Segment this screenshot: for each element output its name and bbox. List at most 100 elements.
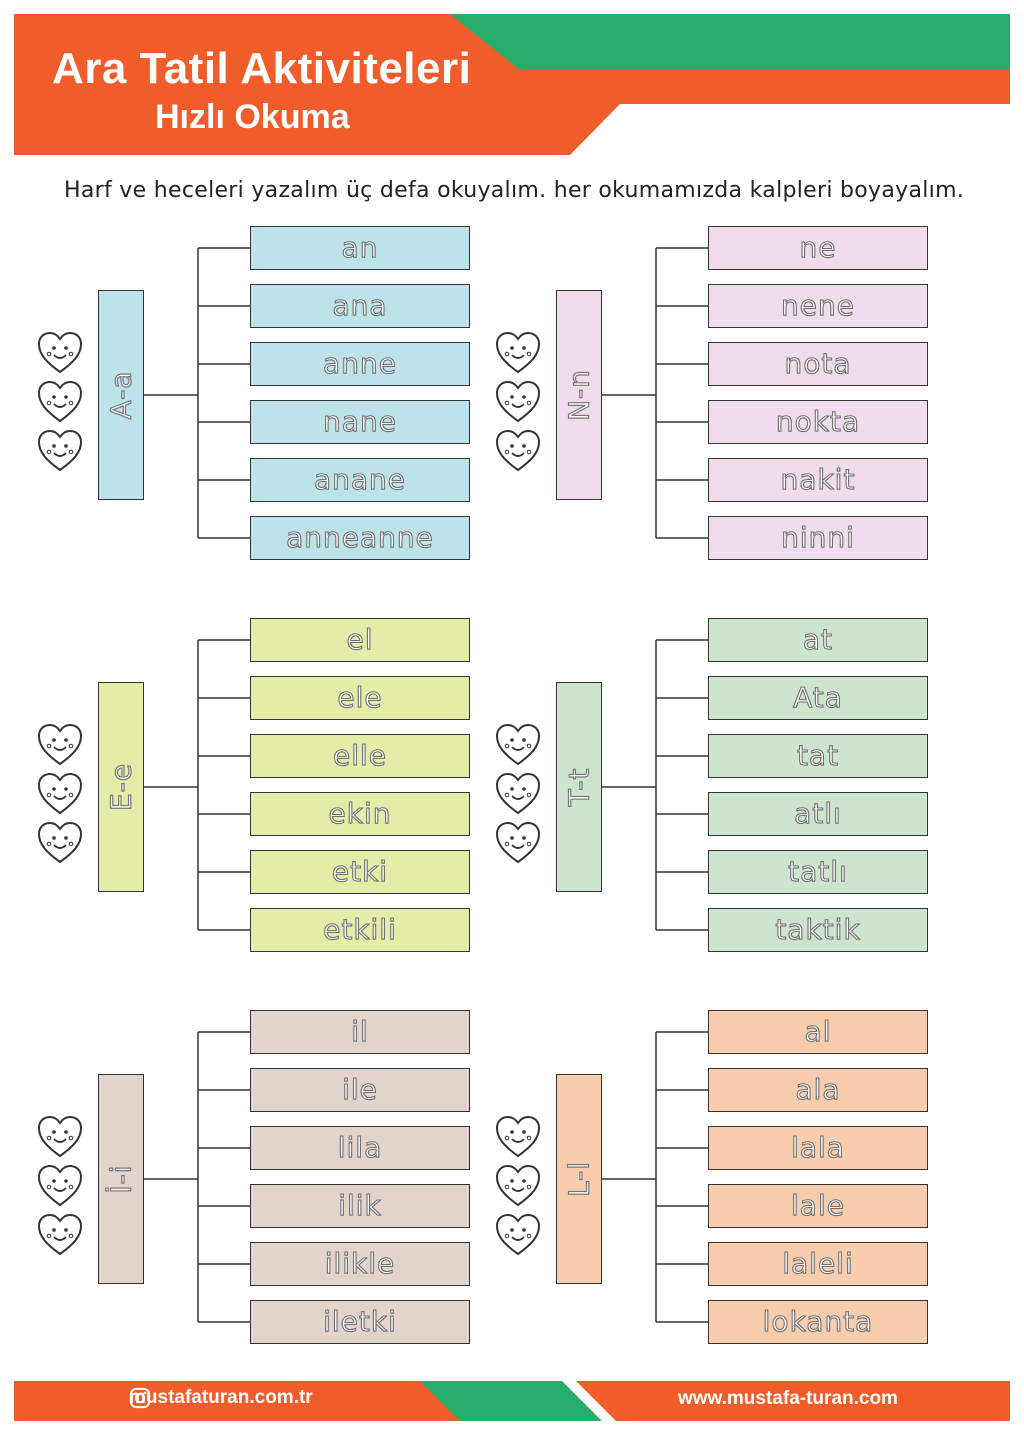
heart-icon[interactable]	[36, 771, 84, 817]
heart-icon[interactable]	[36, 722, 84, 768]
word-box: el	[250, 618, 470, 662]
word-box: anne	[250, 342, 470, 386]
letter-box: T-t	[556, 682, 602, 892]
word-label: ilikle	[324, 1247, 396, 1280]
word-label: nakit	[780, 463, 856, 496]
heart-icon[interactable]	[494, 820, 542, 866]
connector-lines	[144, 639, 250, 931]
word-box: ekin	[250, 792, 470, 836]
word-box: etkili	[250, 908, 470, 952]
letter-box: N-n	[556, 290, 602, 500]
instruction-text: Harf ve heceleri yazalım üç defa okuyalı…	[64, 178, 965, 203]
footer-website[interactable]: www.mustafa-turan.com	[678, 1388, 898, 1409]
word-box: ele	[250, 676, 470, 720]
word-label: elle	[332, 739, 387, 772]
word-label: an	[341, 231, 379, 264]
heart-icon[interactable]	[36, 330, 84, 376]
letter-label: E-e	[104, 762, 138, 812]
word-box: anneanne	[250, 516, 470, 560]
heart-icon[interactable]	[494, 722, 542, 768]
word-label: lila	[337, 1131, 383, 1164]
word-label: ilik	[338, 1189, 382, 1222]
letter-label: L-l	[562, 1160, 596, 1197]
instagram-handle: mustafaturan.com.tr	[129, 1387, 313, 1408]
heart-icon[interactable]	[494, 771, 542, 817]
footer-instagram[interactable]: mustafaturan.com.tr	[129, 1387, 313, 1409]
heart-icon[interactable]	[494, 428, 542, 474]
word-label: nokta	[775, 405, 861, 438]
word-box: tat	[708, 734, 928, 778]
heart-icon[interactable]	[494, 330, 542, 376]
word-label: at	[802, 623, 834, 656]
word-label: tatlı	[788, 855, 848, 888]
word-label: nota	[784, 347, 852, 380]
word-label: el	[346, 623, 374, 656]
word-box: lokanta	[708, 1300, 928, 1344]
word-box: nakit	[708, 458, 928, 502]
word-label: lala	[791, 1131, 845, 1164]
word-label: Ata	[793, 681, 843, 714]
word-label: atlı	[794, 797, 842, 830]
heart-icon[interactable]	[36, 428, 84, 474]
word-box: lila	[250, 1126, 470, 1170]
word-box: ana	[250, 284, 470, 328]
heart-icon[interactable]	[494, 379, 542, 425]
heart-icon[interactable]	[36, 1114, 84, 1160]
connector-lines	[144, 247, 250, 539]
heart-icon[interactable]	[494, 1163, 542, 1209]
word-label: ne	[799, 231, 837, 264]
word-label: lale	[790, 1189, 845, 1222]
word-box: tatlı	[708, 850, 928, 894]
heart-icon[interactable]	[36, 379, 84, 425]
letter-group: L-l al ala lala lale laleli lokanta	[494, 1010, 954, 1356]
word-label: anneanne	[286, 521, 434, 554]
word-label: ele	[337, 681, 383, 714]
page-title: Ara Tatil Aktiviteleri	[52, 44, 472, 93]
word-label: ala	[795, 1073, 841, 1106]
heart-icon[interactable]	[36, 1212, 84, 1258]
word-box: laleli	[708, 1242, 928, 1286]
word-box: taktik	[708, 908, 928, 952]
word-label: tat	[796, 739, 840, 772]
connector-lines	[602, 247, 708, 539]
connector-lines	[602, 1031, 708, 1323]
letter-box: L-l	[556, 1074, 602, 1284]
letter-box: İ-i	[98, 1074, 144, 1284]
hearts-column	[36, 330, 86, 477]
word-box: atlı	[708, 792, 928, 836]
word-box: ilik	[250, 1184, 470, 1228]
word-box: ala	[708, 1068, 928, 1112]
header-shapes	[14, 14, 1010, 155]
heart-icon[interactable]	[494, 1212, 542, 1258]
word-label: anne	[322, 347, 397, 380]
heart-icon[interactable]	[36, 820, 84, 866]
connector-lines	[144, 1031, 250, 1323]
hearts-column	[36, 1114, 86, 1261]
word-label: etki	[331, 855, 389, 888]
word-label: taktik	[775, 913, 861, 946]
word-label: lokanta	[762, 1305, 874, 1338]
word-box: nokta	[708, 400, 928, 444]
hearts-column	[36, 722, 86, 869]
heart-icon[interactable]	[36, 1163, 84, 1209]
heart-icon[interactable]	[494, 1114, 542, 1160]
word-label: ninni	[781, 521, 855, 554]
word-box: nane	[250, 400, 470, 444]
word-box: nota	[708, 342, 928, 386]
word-box: ilikle	[250, 1242, 470, 1286]
word-label: ekin	[328, 797, 392, 830]
letter-box: E-e	[98, 682, 144, 892]
word-box: nene	[708, 284, 928, 328]
hearts-column	[494, 330, 544, 477]
word-box: ninni	[708, 516, 928, 560]
word-box: ile	[250, 1068, 470, 1112]
word-label: al	[804, 1015, 832, 1048]
hearts-column	[494, 1114, 544, 1261]
word-box: lale	[708, 1184, 928, 1228]
word-label: ana	[332, 289, 388, 322]
word-box: iletki	[250, 1300, 470, 1344]
